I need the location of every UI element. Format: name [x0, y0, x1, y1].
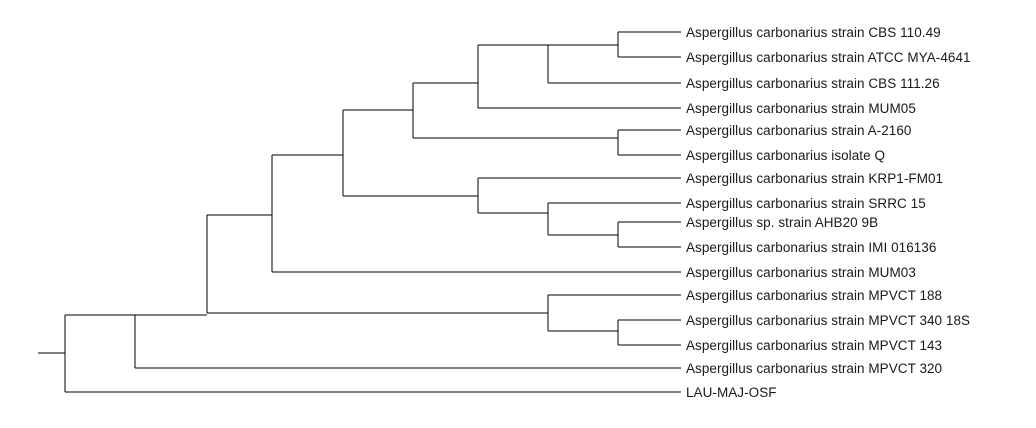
taxon-label-leaf-10: Aspergillus carbonarius strain IMI 01613… — [686, 240, 937, 255]
taxon-label-leaf-13: Aspergillus carbonarius strain MPVCT 340… — [686, 313, 971, 328]
taxon-label-leaf-14: Aspergillus carbonarius strain MPVCT 143 — [686, 338, 943, 353]
taxon-label-leaf-11: Aspergillus carbonarius strain MUM03 — [686, 265, 916, 280]
taxon-label-leaf-6: Aspergillus carbonarius isolate Q — [686, 148, 885, 163]
taxon-label-leaf-8: Aspergillus carbonarius strain SRRC 15 — [686, 196, 926, 211]
taxon-label-leaf-3: Aspergillus carbonarius strain CBS 111.2… — [686, 76, 940, 91]
taxon-label-leaf-9: Aspergillus sp. strain AHB20 9B — [686, 215, 879, 230]
taxon-label-leaf-5: Aspergillus carbonarius strain A-2160 — [686, 123, 912, 138]
taxon-label-leaf-12: Aspergillus carbonarius strain MPVCT 188 — [686, 288, 943, 303]
taxon-label-leaf-7: Aspergillus carbonarius strain KRP1-FM01 — [686, 171, 944, 186]
taxon-label-leaf-2: Aspergillus carbonarius strain ATCC MYA-… — [686, 50, 971, 65]
taxon-label-leaf-16: LAU-MAJ-OSF — [686, 385, 777, 400]
taxon-label-leaf-4: Aspergillus carbonarius strain MUM05 — [686, 101, 916, 116]
taxon-label-leaf-15: Aspergillus carbonarius strain MPVCT 320 — [686, 361, 943, 376]
taxon-label-leaf-1: Aspergillus carbonarius strain CBS 110.4… — [686, 25, 941, 40]
